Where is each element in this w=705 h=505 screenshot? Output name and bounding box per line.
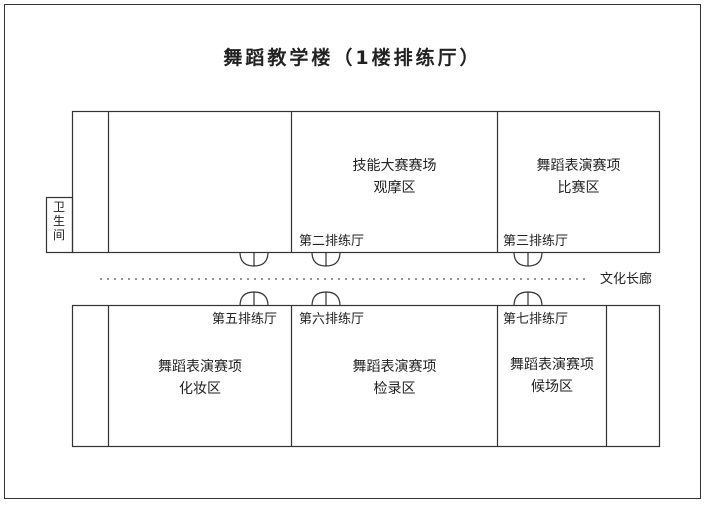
hall-2-label: 第二排练厅 — [299, 234, 365, 249]
door-bottom-1 — [239, 291, 269, 307]
room-skills-line1: 技能大赛赛场 — [352, 158, 437, 174]
hall-7-label: 第七排练厅 — [503, 312, 569, 327]
bottom-block — [71, 304, 661, 448]
room-checkin-line1: 舞蹈表演赛项 — [352, 359, 437, 375]
room-makeup-line1: 舞蹈表演赛项 — [158, 359, 242, 375]
room-perf-compete: 舞蹈表演赛项 比赛区 — [498, 155, 659, 199]
room-checkin: 舞蹈表演赛项 检录区 — [292, 356, 497, 400]
hall-3-label: 第三排练厅 — [503, 234, 569, 249]
door-top-2 — [311, 251, 341, 267]
restroom-label: 卫生间 — [46, 200, 72, 242]
hall-6-label: 第六排练厅 — [299, 312, 365, 327]
corridor-label: 文化长廊 — [600, 272, 653, 287]
restroom-box — [45, 196, 74, 254]
page-title: 舞蹈教学楼（1楼排练厅） — [223, 47, 482, 69]
hall-5-label: 第五排练厅 — [212, 312, 278, 327]
restroom-text: 卫生间 — [52, 200, 65, 242]
door-bottom-3 — [513, 291, 543, 307]
room-checkin-line2: 检录区 — [373, 381, 416, 397]
top-block — [71, 110, 661, 254]
door-top-3 — [513, 251, 543, 267]
door-top-1 — [239, 251, 269, 267]
door-bottom-2 — [311, 291, 341, 307]
room-waiting-line1: 舞蹈表演赛项 — [510, 357, 594, 373]
room-waiting-line2: 候场区 — [531, 379, 573, 395]
room-waiting: 舞蹈表演赛项 候场区 — [498, 354, 606, 398]
room-perf-compete-line1: 舞蹈表演赛项 — [536, 158, 621, 174]
outer-frame — [4, 4, 701, 499]
room-skills: 技能大赛赛场 观摩区 — [292, 155, 497, 199]
room-skills-line2: 观摩区 — [373, 180, 416, 196]
room-makeup: 舞蹈表演赛项 化妆区 — [109, 356, 291, 400]
room-perf-compete-line2: 比赛区 — [557, 180, 600, 196]
room-makeup-line2: 化妆区 — [179, 381, 221, 397]
